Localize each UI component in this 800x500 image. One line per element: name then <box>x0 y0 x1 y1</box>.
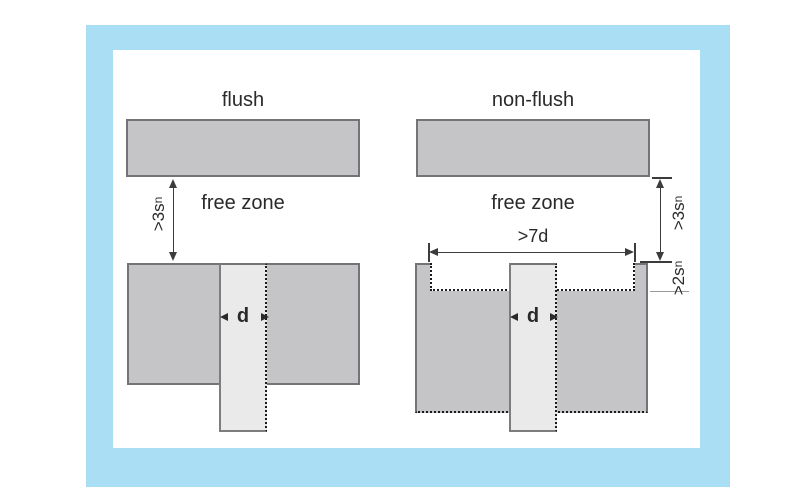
extension-line-plate-bottom <box>652 177 672 179</box>
dimension-text: >3s <box>668 202 688 231</box>
arrowhead-up-icon <box>656 179 664 188</box>
arrowhead-right-icon <box>625 248 634 256</box>
flush-diameter-arrow-right-icon <box>261 313 269 321</box>
non-flush-free-zone-label: free zone <box>491 192 575 214</box>
flush-title: flush <box>221 89 265 111</box>
non-flush-diameter-arrow-right-icon <box>550 313 558 321</box>
arrowhead-down-icon <box>169 252 177 261</box>
non-flush-sensor-body <box>509 263 557 432</box>
dimension-line <box>172 181 174 259</box>
dimension-line <box>659 181 661 259</box>
recess-floor-reference-line <box>650 291 689 292</box>
arrowhead-up-icon <box>169 179 177 188</box>
flush-diameter-arrow-left-icon <box>220 313 228 321</box>
dimension-subscript: n <box>671 195 685 203</box>
dimension-line <box>431 251 632 253</box>
flush-free-zone-label: free zone <box>201 192 285 214</box>
extension-line-rim-top <box>640 261 672 263</box>
arrowhead-down-icon <box>656 252 664 261</box>
non-flush-free-zone-width-label: >7d <box>517 226 549 246</box>
dimension-subscript: n <box>671 260 685 268</box>
non-flush-clearance-dimension-arrow <box>656 179 664 261</box>
flush-sensor-body <box>219 263 267 432</box>
non-flush-diameter-label: d <box>526 305 540 327</box>
flush-clearance-dimension-arrow <box>169 179 177 261</box>
arrowhead-left-icon <box>429 248 438 256</box>
extension-line-left <box>428 243 430 262</box>
non-flush-target-plate <box>416 119 650 177</box>
flush-target-plate <box>126 119 360 177</box>
dimension-text: >2s <box>668 267 688 296</box>
non-flush-diameter-arrow-left-icon <box>510 313 518 321</box>
extension-line-right <box>634 243 636 262</box>
flush-diameter-label: d <box>236 305 250 327</box>
non-flush-free-zone-width-arrow <box>429 248 634 256</box>
non-flush-title: non-flush <box>491 89 575 111</box>
